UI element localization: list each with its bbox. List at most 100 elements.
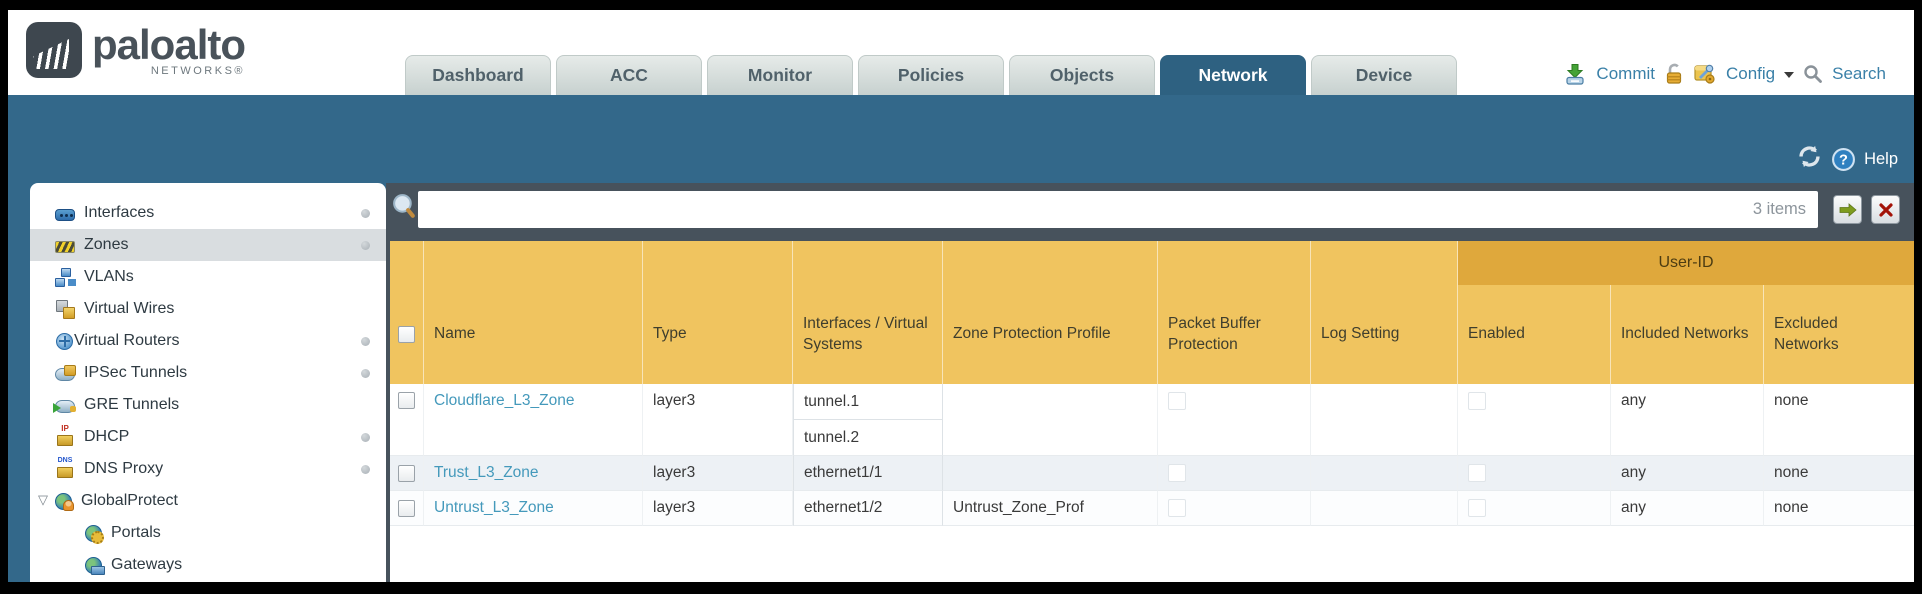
status-dot: [361, 464, 370, 474]
zone-protection-profile: Untrust_Zone_Prof: [943, 491, 1158, 526]
zones-table: Name Type Interfaces / Virtual Systems Z…: [390, 241, 1914, 582]
packet-buffer-checkbox[interactable]: [1168, 464, 1186, 482]
included-networks: any: [1611, 456, 1764, 491]
sidebar-item-dns-proxy[interactable]: DNS Proxy: [30, 453, 386, 485]
gre-tunnels-icon: [53, 400, 76, 413]
content-panel: 3 items Name Type Interfaces / Virt: [386, 183, 1914, 582]
col-log-setting[interactable]: Log Setting: [1311, 241, 1458, 384]
tab-acc[interactable]: ACC: [556, 55, 702, 95]
col-enabled[interactable]: Enabled: [1458, 241, 1611, 384]
band-actions: ? Help: [1796, 143, 1898, 175]
included-networks: any: [1611, 384, 1764, 456]
items-count: 3 items: [1752, 200, 1806, 218]
col-zone-protection-profile[interactable]: Zone Protection Profile: [943, 241, 1158, 384]
zone-name-link[interactable]: Untrust_L3_Zone: [434, 499, 554, 516]
tab-monitor[interactable]: Monitor: [707, 55, 853, 95]
row-checkbox[interactable]: [398, 499, 415, 517]
status-dot: [361, 432, 370, 442]
lock-icon[interactable]: [1664, 63, 1684, 85]
col-included-networks[interactable]: Included Networks: [1611, 241, 1764, 384]
sidebar-item-interfaces[interactable]: Interfaces: [30, 197, 386, 229]
sidebar-item-zones[interactable]: Zones: [30, 229, 386, 261]
clear-filter-button[interactable]: [1871, 195, 1900, 224]
refresh-icon[interactable]: [1796, 143, 1823, 175]
sidebar-item-gateways[interactable]: Gateways: [30, 549, 386, 581]
teal-band: ? Help: [8, 95, 1914, 183]
col-type[interactable]: Type: [643, 241, 793, 384]
filter-input-wrap: 3 items: [418, 191, 1818, 228]
packet-buffer-checkbox[interactable]: [1168, 392, 1186, 410]
log-setting: [1311, 491, 1458, 526]
log-setting: [1311, 456, 1458, 491]
tab-dashboard[interactable]: Dashboard: [405, 55, 551, 95]
interface-entry: ethernet1/1: [804, 464, 883, 481]
help-link[interactable]: Help: [1864, 149, 1898, 168]
sidebar-item-ipsec-tunnels[interactable]: IPSec Tunnels: [30, 357, 386, 389]
top-actions: Commit Config Search: [1563, 62, 1886, 86]
app-window: paloalto NETWORKS® Dashboard ACC Monitor…: [8, 10, 1914, 582]
search-icon: [1803, 64, 1823, 84]
top-bar: paloalto NETWORKS® Dashboard ACC Monitor…: [8, 10, 1914, 95]
sidebar-item-gre-tunnels[interactable]: GRE Tunnels: [30, 389, 386, 421]
expand-triangle-icon[interactable]: [38, 493, 48, 507]
excluded-networks: none: [1764, 491, 1914, 526]
col-packet-buffer-protection[interactable]: Packet Buffer Protection: [1158, 241, 1311, 384]
zone-protection-profile: [943, 384, 1158, 456]
paloalto-logo-icon: [26, 22, 82, 78]
table-body: Cloudflare_L3_Zone layer3 tunnel.1 tunne…: [390, 384, 1914, 582]
table-row: Trust_L3_Zone layer3 ethernet1/1 any non…: [390, 456, 1914, 491]
sidebar-item-portals[interactable]: Portals: [30, 517, 386, 549]
status-dot: [361, 336, 370, 346]
status-dot: [361, 368, 370, 378]
zone-name-link[interactable]: Trust_L3_Zone: [434, 464, 539, 481]
col-name[interactable]: Name: [424, 241, 643, 384]
sidebar-item-virtual-routers[interactable]: Virtual Routers: [30, 325, 386, 357]
zone-name-link[interactable]: Cloudflare_L3_Zone: [434, 392, 575, 409]
user-id-enabled-checkbox[interactable]: [1468, 464, 1486, 482]
apply-filter-button[interactable]: [1833, 195, 1862, 224]
main-nav-tabs: Dashboard ACC Monitor Policies Objects N…: [405, 55, 1457, 95]
col-excluded-networks[interactable]: Excluded Networks: [1774, 314, 1839, 353]
user-id-enabled-checkbox[interactable]: [1468, 392, 1486, 410]
chevron-down-icon[interactable]: [1784, 71, 1795, 83]
sidebar-item-globalprotect[interactable]: GlobalProtect: [30, 485, 386, 517]
tab-objects[interactable]: Objects: [1009, 55, 1155, 95]
excluded-networks: none: [1764, 384, 1914, 456]
config-icon: [1693, 62, 1717, 86]
packet-buffer-checkbox[interactable]: [1168, 499, 1186, 517]
tab-policies[interactable]: Policies: [858, 55, 1004, 95]
row-checkbox[interactable]: [398, 464, 415, 482]
paloalto-logo: paloalto NETWORKS®: [26, 21, 246, 78]
config-menu[interactable]: Config: [1725, 64, 1776, 83]
status-dot: [361, 208, 370, 218]
zones-icon: [55, 240, 75, 253]
interface-entry: tunnel.2: [794, 420, 942, 455]
status-dot: [361, 240, 370, 250]
tab-device[interactable]: Device: [1311, 55, 1457, 95]
commit-button[interactable]: Commit: [1596, 64, 1655, 83]
user-id-group-header: User-ID: [1458, 241, 1914, 285]
zone-type: layer3: [643, 491, 793, 526]
zone-protection-profile: [943, 456, 1158, 491]
network-sidebar: Interfaces Zones VLANs Virtual Wires Vir…: [30, 183, 386, 582]
logo-brand-text: paloalto: [92, 21, 246, 68]
zone-type: layer3: [643, 384, 793, 456]
dhcp-icon: [55, 425, 75, 446]
sidebar-item-dhcp[interactable]: DHCP: [30, 421, 386, 453]
vlans-icon: [55, 268, 75, 287]
sidebar-item-virtual-wires[interactable]: Virtual Wires: [30, 293, 386, 325]
portals-icon: [85, 524, 104, 544]
user-id-enabled-checkbox[interactable]: [1468, 499, 1486, 517]
search-button[interactable]: Search: [1832, 64, 1886, 83]
help-icon[interactable]: ?: [1831, 147, 1856, 172]
select-all-checkbox[interactable]: [398, 326, 415, 343]
gateways-icon: [85, 556, 105, 575]
tab-network[interactable]: Network: [1160, 55, 1306, 95]
table-row: Untrust_L3_Zone layer3 ethernet1/2 Untru…: [390, 491, 1914, 526]
col-interfaces[interactable]: Interfaces / Virtual Systems: [793, 241, 943, 384]
filter-input[interactable]: [418, 191, 1753, 228]
row-checkbox[interactable]: [398, 392, 415, 409]
logo-networks-text: NETWORKS®: [150, 65, 246, 77]
sidebar-item-vlans[interactable]: VLANs: [30, 261, 386, 293]
commit-icon: [1563, 62, 1587, 86]
